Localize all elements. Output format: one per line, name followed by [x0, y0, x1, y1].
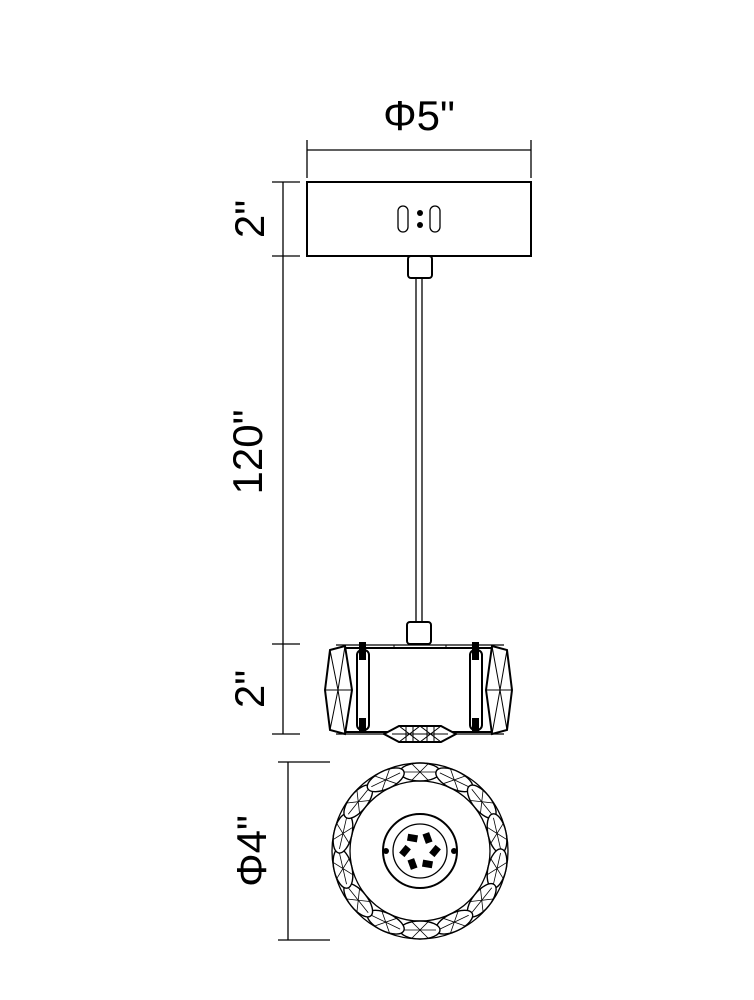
ring-crystal [466, 784, 497, 820]
ring-crystal [366, 767, 405, 793]
canopy [306, 181, 532, 257]
fixture-diameter-dimension: Φ4" [228, 761, 330, 941]
suspension-cable [406, 255, 433, 645]
canopy-width-dimension: Φ5" [306, 92, 532, 178]
ring-crystal [399, 762, 441, 782]
led-chip [422, 832, 433, 844]
fixture-bottom-view [331, 762, 509, 940]
canopy-height-label: 2" [226, 200, 273, 238]
canopy-height-dimension: 2" [226, 181, 300, 257]
cable-length-dimension: 120" [224, 256, 300, 645]
canopy-diameter-label: Φ5" [383, 92, 455, 139]
ring-crystal [332, 848, 354, 889]
ring-crystal [399, 920, 441, 940]
canopy-indicator-icon [397, 205, 441, 233]
led-chip [429, 844, 441, 858]
cable-length-label: 120" [224, 410, 271, 495]
led-cluster [399, 832, 441, 870]
led-chip [421, 859, 434, 869]
led-chip [399, 844, 411, 858]
fixture-height-dimension: 2" [226, 644, 300, 735]
led-chip [407, 858, 418, 870]
fixture-height-label: 2" [226, 670, 273, 708]
crystal-ring [332, 762, 508, 940]
led-chip [406, 833, 419, 843]
fixture-side-view [323, 642, 514, 743]
ring-crystal [486, 813, 508, 854]
fixture-diameter-label: Φ4" [228, 815, 275, 887]
